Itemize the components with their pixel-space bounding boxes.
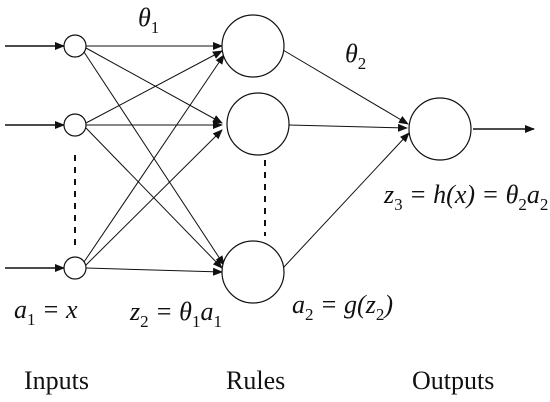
rules-caption: Rules <box>226 366 285 395</box>
outputs-caption: Outputs <box>412 366 494 395</box>
edge-i3-r1 <box>83 54 225 263</box>
rule-activation-equation: a2 = g(z2) <box>292 290 393 324</box>
rule-node-2 <box>226 92 290 156</box>
theta2-label: θ2 <box>345 39 366 73</box>
input-arrows <box>5 42 65 272</box>
inputs-caption: Inputs <box>24 366 89 395</box>
input-to-rule-connections <box>83 42 225 276</box>
rule-nodes <box>221 14 290 304</box>
edge-i3-r2 <box>85 129 223 266</box>
theta1-label: θ1 <box>138 3 159 37</box>
edge-r2-out <box>288 123 408 132</box>
rule-node-1 <box>221 14 285 78</box>
input-node-1 <box>63 34 87 58</box>
edge-i2-r1 <box>85 50 223 124</box>
input-equation: a1 = x <box>14 295 78 329</box>
rule-input-equation: z2 = θ1a1 <box>129 297 222 331</box>
output-equation: z3 = h(x) = θ2a2 <box>383 180 548 214</box>
input-node-2 <box>63 113 87 137</box>
edge-r3-out <box>282 132 410 269</box>
input-node-3 <box>63 256 87 280</box>
edge-i1-r2 <box>85 47 223 124</box>
rule-node-3 <box>221 240 285 304</box>
edge-i3-r3 <box>85 267 223 276</box>
input-nodes <box>63 34 87 280</box>
rule-to-output-connections <box>282 49 410 269</box>
edge-r1-out <box>282 49 409 125</box>
output-node <box>408 97 472 161</box>
